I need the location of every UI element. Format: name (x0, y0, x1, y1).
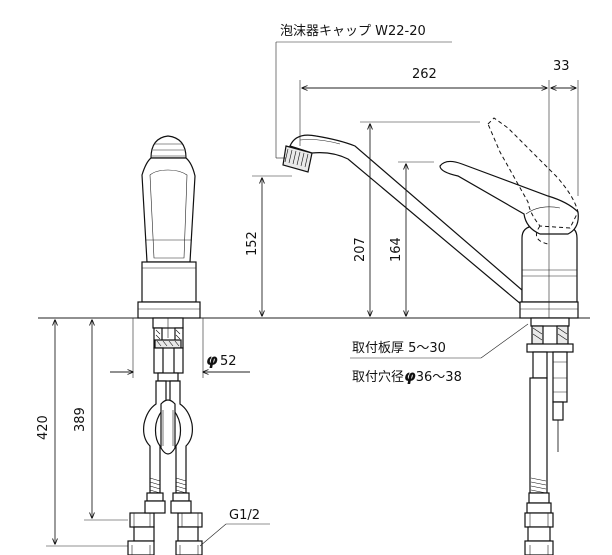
front-nut-right (177, 512, 203, 528)
base-diameter-label: 52 (220, 354, 237, 369)
thread-size-label: G1/2 (229, 508, 260, 523)
front-lever-body (141, 157, 196, 263)
mounting-notes: 取付板厚 5〜30 取付穴径φ36〜38 (350, 323, 529, 385)
side-hose (529, 377, 548, 494)
lever-handle (439, 160, 579, 235)
hole-diameter-value: 36〜38 (416, 370, 462, 385)
front-view: φ 52 G1/2 (110, 135, 270, 555)
spout (289, 134, 523, 307)
side-nut (524, 512, 554, 528)
dim-152: 152 (245, 231, 260, 256)
front-nut-left (129, 512, 155, 528)
dim-164: 164 (389, 237, 404, 262)
side-view (282, 117, 579, 555)
plate-thickness-label: 取付板厚 5〜30 (352, 341, 446, 356)
dim-207: 207 (353, 237, 368, 262)
aerator-cap-label: 泡沫器キャップ W22-20 (280, 24, 426, 39)
dim-420: 420 (36, 415, 51, 440)
spout-dimensions: 泡沫器キャップ W22-20 262 33 152 207 164 (245, 24, 579, 318)
phi-symbol-side: φ (404, 367, 416, 385)
dim-262: 262 (412, 67, 437, 82)
front-lever-cap (150, 135, 187, 159)
lever-handle-raised (487, 117, 579, 229)
hole-diameter-label: 取付穴径φ36〜38 (352, 367, 462, 385)
hole-diameter-prefix: 取付穴径 (352, 370, 404, 385)
phi-symbol-front: φ (206, 351, 218, 369)
faucet-body (521, 225, 578, 303)
dim-389: 389 (73, 407, 88, 432)
hose-dimensions: 420 389 (36, 320, 128, 547)
dim-33: 33 (553, 59, 570, 74)
